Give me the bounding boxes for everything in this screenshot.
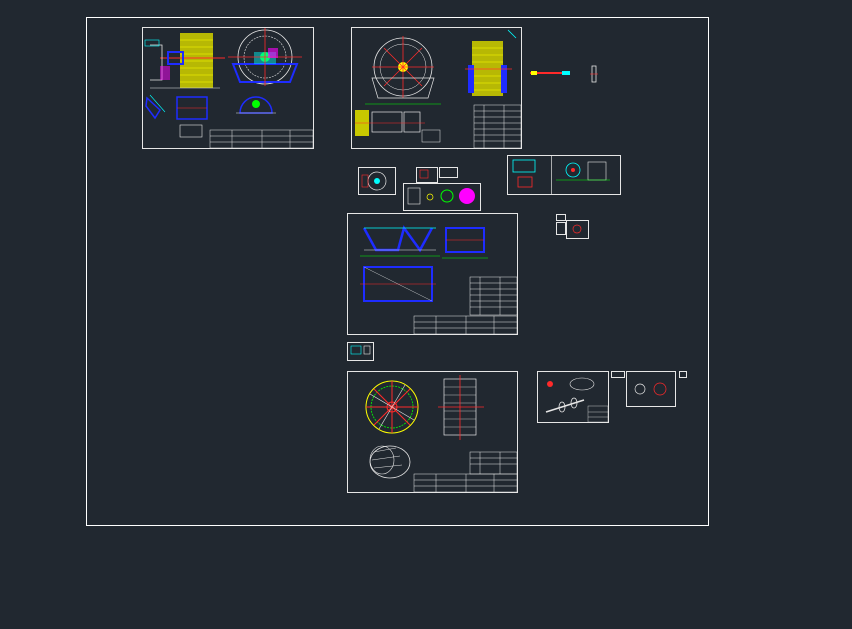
sheet-small-part[interactable]	[556, 214, 589, 239]
assembly-side-view	[144, 33, 225, 89]
sheet-frame-weldment[interactable]	[347, 213, 518, 335]
sheet-bearing-assembly[interactable]	[507, 155, 621, 195]
frame-top-view	[360, 266, 436, 302]
title-block	[209, 129, 314, 149]
gear-icon	[459, 188, 475, 204]
detail-views	[145, 94, 276, 138]
sheet-small-detail-1[interactable]	[358, 167, 396, 195]
title-block	[413, 315, 518, 335]
sheet-bearing-seat[interactable]	[611, 371, 687, 407]
layout-frame	[86, 17, 709, 526]
wheel-isometric-view	[369, 445, 411, 479]
sheet-wheel-assembly[interactable]	[351, 27, 522, 149]
wheel-front-view	[228, 28, 302, 86]
sheet-border	[537, 371, 609, 423]
sheet-border	[142, 27, 314, 149]
gearbox-detail	[355, 110, 441, 143]
wheel-front-view	[365, 36, 441, 105]
shaft-icon	[545, 397, 585, 413]
sheet-main-shaft[interactable]	[537, 371, 609, 423]
sheet-border	[351, 27, 522, 149]
title-block	[413, 473, 518, 493]
sheet-assembly-overview[interactable]	[142, 27, 314, 149]
sheet-plate-detail[interactable]	[347, 342, 374, 361]
sheet-border	[347, 371, 518, 493]
wheel-side-view	[465, 29, 517, 96]
sheet-small-detail-2[interactable]	[416, 167, 458, 183]
parts-list	[469, 451, 518, 475]
frame-side-view	[442, 227, 488, 259]
shaft-part[interactable]	[530, 65, 598, 83]
sheet-bucket-wheel[interactable]	[347, 371, 518, 493]
parts-list	[469, 276, 518, 316]
parts-list	[473, 104, 522, 149]
sheet-border	[347, 213, 518, 335]
wheel-section-view	[438, 375, 484, 440]
frame-front-view	[360, 225, 440, 257]
sheet-gear-detail[interactable]	[403, 183, 481, 211]
bucket-wheel-icon	[365, 380, 419, 434]
